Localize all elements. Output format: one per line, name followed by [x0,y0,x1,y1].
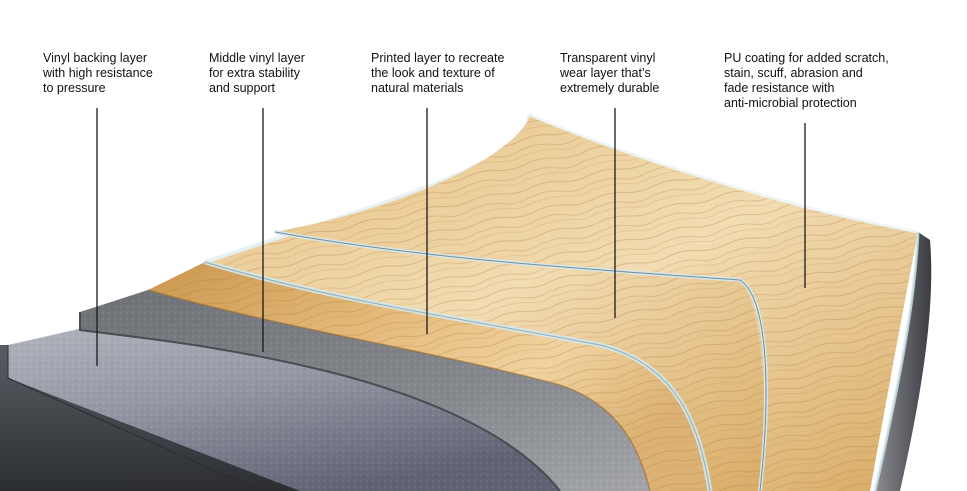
callout-middle-vinyl-layer: Middle vinyl layer for extra stability a… [209,51,305,95]
callout-printed-layer: Printed layer to recreate the look and t… [371,51,505,95]
callout-vinyl-backing-layer: Vinyl backing layer with high resistance… [43,51,153,95]
backing-layer-shape [0,315,560,491]
printed-layer-shape [147,262,710,491]
pu-coating-shape [274,113,919,491]
slab-right-edge [873,231,932,491]
callout-pu-coating: PU coating for added scratch, stain, scu… [724,51,889,110]
middle-vinyl-layer-shape [79,290,650,491]
leader-lines [96,108,806,366]
callout-transparent-wear-layer: Transparent vinyl wear layer that’s extr… [560,51,660,95]
